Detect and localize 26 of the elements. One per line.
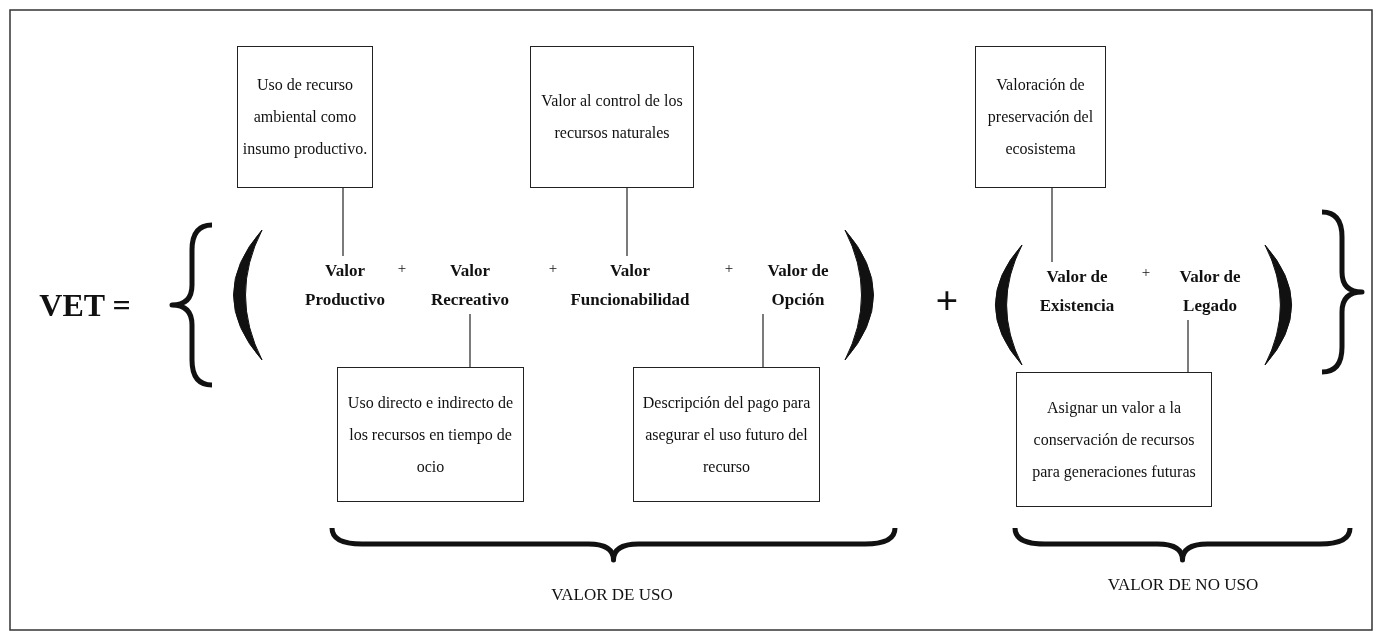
value-term: Valor Productivo [304,260,386,311]
description-box: Descripción del pago para asegurar el uso futuro del recurso [633,367,820,502]
description-box: Valor al control de los recursos naturales [530,46,694,188]
leader-line [1187,319,1189,373]
value-term: Valor Funcionabilidad [569,260,691,311]
description-box: Uso directo e indirecto de los recursos en tiempo de ocio [337,367,524,502]
plus-sign: + [397,259,407,277]
group-label: VALOR DE NO USO [1107,575,1259,595]
value-term: Valor de Existencia [1038,266,1116,317]
leader-line [762,313,764,368]
description-box: Valoración de preservación del ecosistema [975,46,1106,188]
plus-sign: + [1141,263,1151,281]
plus-sign: + [548,259,558,277]
leader-line [1051,187,1053,263]
value-term: Valor de Opción [766,260,830,311]
leader-line [469,313,471,368]
value-term: Valor de Legado [1178,266,1242,317]
equation-label: VET = [39,286,131,324]
value-term: Valor Recreativo [429,260,510,311]
plus-sign: + [724,259,734,277]
leader-line [626,187,628,257]
leader-line [342,187,344,257]
group-label: VALOR DE USO [551,585,673,605]
description-box: Asignar un valor a la conservación de recursos para generaciones futuras [1016,372,1212,507]
description-box: Uso de recurso ambiental como insumo productivo. [237,46,373,188]
plus-sign: + [935,276,959,324]
